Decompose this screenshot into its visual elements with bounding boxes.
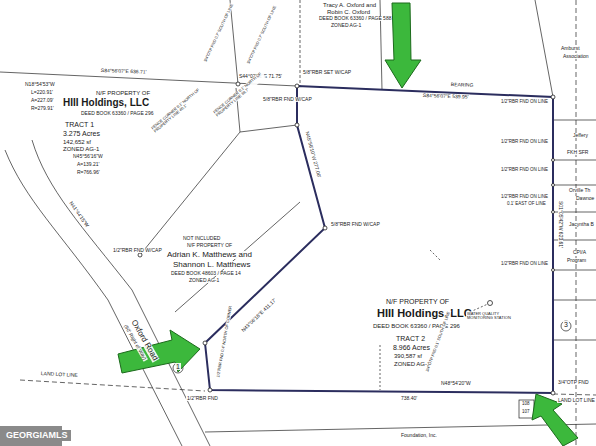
plat-annotation: CPI/A	[572, 250, 587, 255]
plat-annotation: Amburst	[560, 46, 581, 51]
plat-annotation: 1/2"RBR FND 0.4' NORTH OF CORNER	[216, 305, 233, 379]
plat-annotation: N43°06'18"E 411.17'	[240, 297, 278, 334]
plat-annotation: ZONED AG-1	[188, 278, 220, 283]
plat-annotation: 1/2"RBR FND W/CAP	[112, 248, 163, 253]
plat-annotation: 3/4"OTP FND 0.7' SOUTH OF LINE	[246, 4, 278, 65]
plat-annotation: 5/8"RBR SET W/CAP	[302, 70, 352, 75]
plat-annotation: Tracy A. Oxford and	[322, 2, 377, 8]
plat-annotation: 5/8"RBR FND W/CAP	[262, 97, 313, 102]
plat-annotation: N41°44'15"W	[68, 200, 91, 229]
plat-annotation: HIII Holdings, LLC	[62, 98, 150, 109]
plat-annotation: Jeffery	[572, 133, 589, 138]
plat-annotation: S01°05'42"W 623.61'	[558, 200, 563, 249]
plat-annotation: Robin C. Oxford	[326, 9, 371, 15]
plat-annotation: N48°54'20"W	[440, 381, 472, 386]
plat-annotation: FENCE CORNER 0.1' NORTH OF PROPERTY LINE…	[150, 87, 204, 135]
plat-annotation: TRACT 2	[395, 335, 426, 342]
plat-annotation: 0.1' EAST OF LINE	[506, 202, 547, 207]
plat-annotation: L=220.91'	[30, 90, 54, 95]
plat-annotation: 1/2"RBR FND ON LINE	[500, 100, 549, 105]
plat-annotation: 1/2"RBR FND	[186, 396, 219, 401]
plat-annotation: WATER QUALITY MONITORING STATION	[466, 312, 514, 320]
plat-annotation: 3/4"OTP FND 0.7' SOUTH OF LINE	[203, 2, 235, 63]
plat-annotation: NOT INCLUDED	[182, 236, 221, 241]
plat-annotation: 3	[563, 321, 569, 328]
plat-annotation: N18°54'53"W	[24, 82, 56, 87]
plat-annotation: S84°56'07"E 539.95'	[422, 93, 470, 100]
plat-annotation: BEARING	[450, 82, 475, 88]
plat-annotation: N/F PROPERTY OF	[186, 243, 233, 248]
plat-annotation: LAND LOT LINE	[40, 371, 79, 378]
plat-annotation: Jacyntha B	[568, 222, 595, 227]
plat-annotation: ZONED AG-1	[393, 361, 431, 367]
plat-annotation: 1	[175, 363, 181, 370]
plat-annotation: DEED BOOK 63360 / PAGE 296	[372, 323, 461, 329]
plat-annotation: A=139.21'	[76, 162, 101, 167]
plat-annotation: TRACT 1	[64, 121, 95, 128]
plat-annotation: ZONED AG-1	[330, 23, 362, 28]
plat-annotation: 738.40'	[400, 396, 418, 401]
plat-annotation: 390,587 sf	[393, 353, 423, 359]
plat-annotation: R=279.91'	[30, 106, 55, 111]
plat-annotation: S84°56'07"E 636.71'	[100, 68, 148, 75]
plat-annotation: Orville Th	[568, 188, 591, 193]
plat-annotation: 108	[521, 402, 531, 407]
tract-boundary	[205, 86, 553, 393]
plat-annotation: 5/8"RBR FND W/CAP	[330, 222, 381, 227]
plat-annotation: ZONED AG-1	[62, 146, 100, 152]
plat-annotation: N/F PROPERTY OF	[95, 90, 151, 96]
plat-annotation: 107	[521, 410, 531, 415]
plat-annotation: N45°56'10"W 277.00'	[304, 130, 322, 179]
plat-annotation: DEED BOOK 63360 / PAGE 588	[318, 16, 392, 21]
plat-annotation: R=766.96'	[76, 170, 101, 175]
plat-annotation: N45°56'16"W	[72, 154, 104, 159]
plat-annotation: A=227.09'	[30, 98, 55, 103]
plat-annotation: 1/2"RBR FND ON LINE	[500, 262, 549, 267]
plat-annotation: N/F PROPERTY OF	[385, 298, 450, 305]
plat-annotation: Adrian K. Matthews and	[166, 251, 253, 259]
plat-annotation: DEED BOOK 63360 / PAGE 296	[80, 111, 154, 116]
green-arrows	[118, 3, 578, 446]
plat-annotation: Shannon L. Matthews	[172, 261, 251, 269]
plat-annotation: DEED BOOK 48603 / PAGE 14	[170, 271, 242, 276]
plat-annotation: Foundation, Inc.	[400, 433, 438, 438]
callout-circles	[173, 321, 571, 418]
plat-annotation: Association	[562, 54, 590, 59]
watermark: GEORGIAMLS	[3, 430, 71, 441]
plat-annotation: FKH SFR	[566, 150, 589, 155]
plat-annotation: 1/2"RBR FND ON LINE	[500, 168, 549, 173]
plat-annotation: LAND LOT LINE	[557, 398, 596, 403]
plat-annotation: 3.275 Acres	[62, 130, 101, 137]
plat-annotation: 1/2"RBR FND ON LINE	[500, 140, 549, 145]
plat-annotation: HIII Holdings, LLC	[376, 308, 473, 320]
plat-annotation: 1/2"RBR FND ON LINE	[500, 195, 549, 200]
plat-annotation: 3/4"OTP FND 0.1' SOUTH OF LINE	[425, 310, 451, 373]
plat-annotation: 3/4"OTP FND	[557, 380, 590, 385]
plat-annotation: 142,652 sf	[62, 139, 92, 145]
monuments	[138, 82, 555, 395]
plat-annotation: Program	[566, 258, 587, 263]
plat-annotation: Dawnoe	[575, 196, 595, 201]
plat-annotation: 8.966 Acres	[392, 344, 431, 351]
